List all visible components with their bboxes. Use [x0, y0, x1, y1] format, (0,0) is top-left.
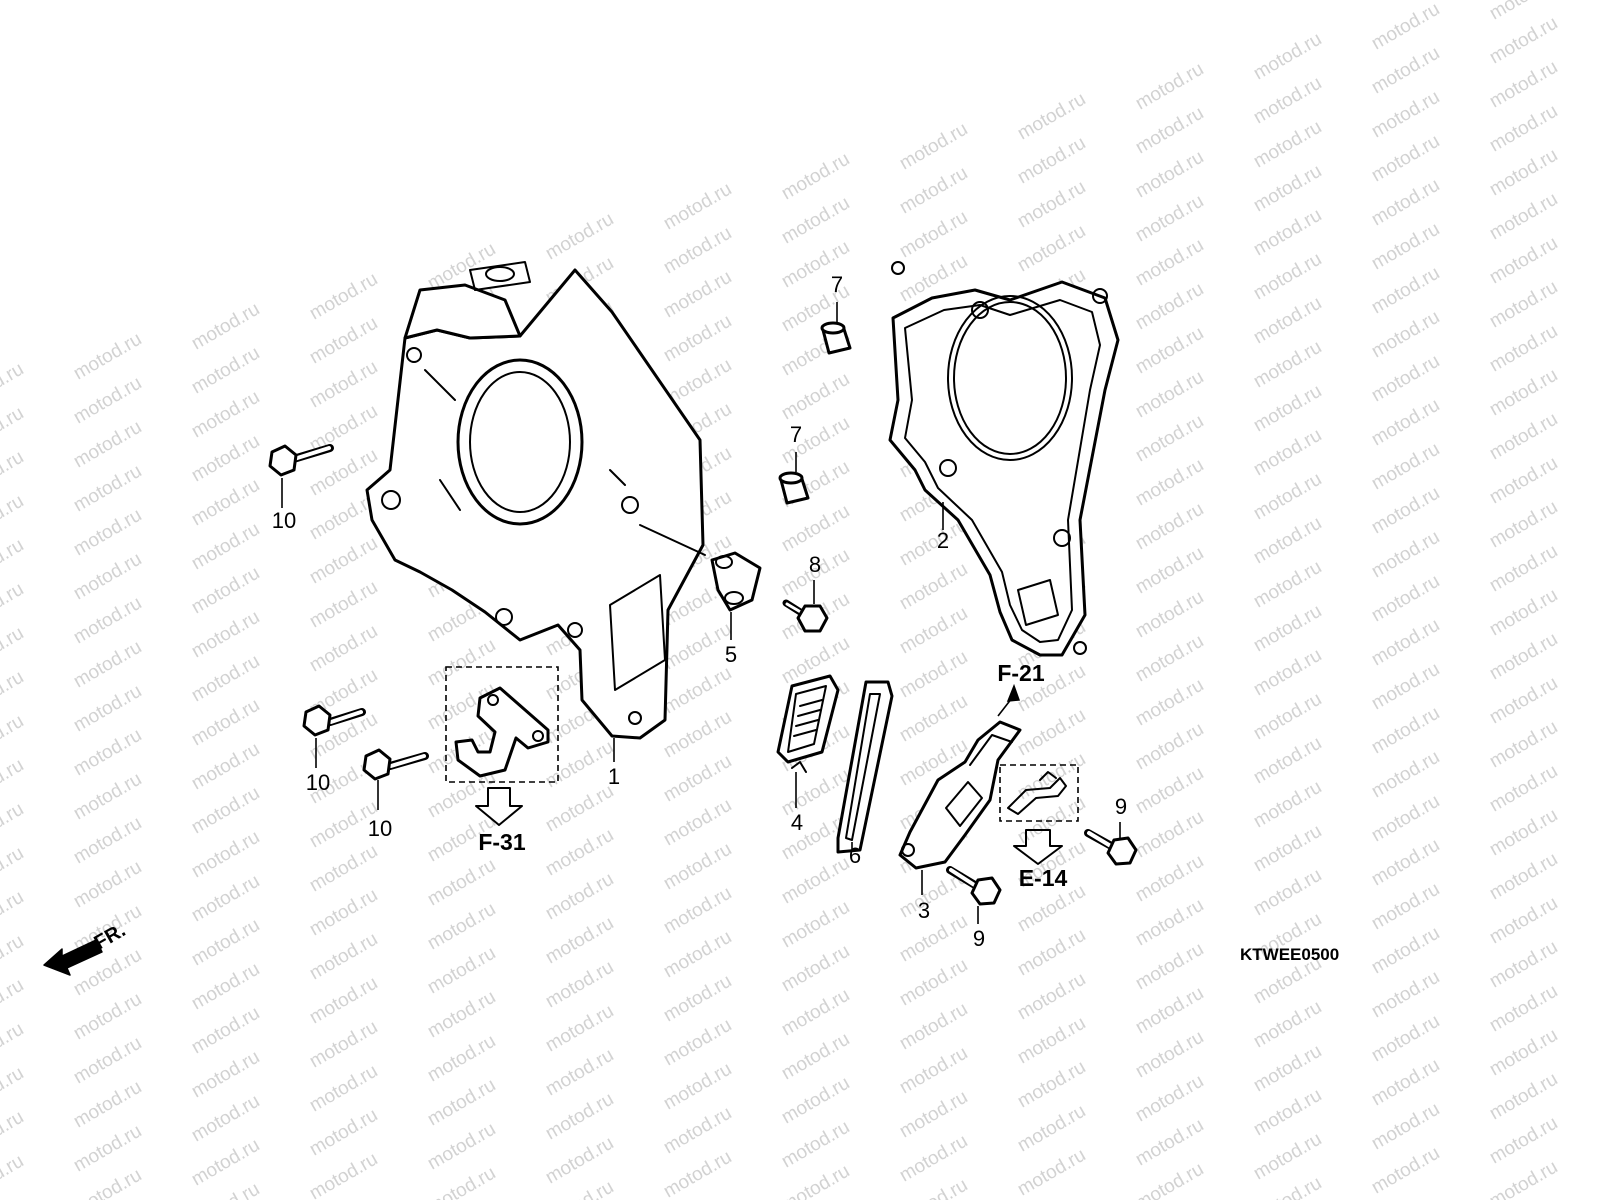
bolt-part-10-low [362, 748, 429, 781]
bolt-part-9-left [946, 866, 1002, 906]
watermark-text: motod.ru [0, 1151, 27, 1200]
front-direction-arrow-icon [43, 939, 103, 976]
callout-1: 1 [608, 764, 620, 789]
cylinder-gasket-part [888, 261, 1120, 657]
callout-6: 6 [849, 843, 861, 868]
e14-reference-group [999, 764, 1079, 822]
cylinder-part [365, 261, 706, 740]
diagram-code: KTWEE0500 [1240, 945, 1339, 964]
callout-10-mid: 10 [306, 770, 330, 795]
callout-5: 5 [725, 642, 737, 667]
reference-f21: F-21 [997, 660, 1045, 686]
callout-7-lower: 7 [790, 422, 802, 447]
reed-gasket-part [836, 680, 894, 854]
reference-e14: E-14 [1019, 865, 1068, 891]
callout-7-upper: 7 [831, 272, 843, 297]
intake-pipe-part [898, 720, 1022, 870]
callout-8: 8 [809, 552, 821, 577]
callout-10-low: 10 [368, 816, 392, 841]
bolt-part-9-right [1084, 829, 1138, 866]
callout-4: 4 [791, 810, 803, 835]
callout-9-left: 9 [973, 926, 985, 951]
reference-f31: F-31 [478, 829, 526, 855]
dowel-pin-lower [778, 471, 810, 505]
dowel-pin-upper [820, 321, 852, 355]
reference-arrow-icon [475, 787, 523, 826]
callout-2: 2 [937, 528, 949, 553]
clamp-part [710, 551, 762, 612]
callout-9-right: 9 [1115, 794, 1127, 819]
bolt-part-10-top [268, 444, 334, 477]
callout-3: 3 [918, 898, 930, 923]
bolt-part-8 [782, 599, 829, 633]
reed-valve-part [776, 674, 840, 773]
f31-reference-group [445, 666, 559, 783]
reference-arrow-icon [1013, 829, 1063, 865]
reference-arrow-icon [997, 683, 1021, 717]
callout-10-top: 10 [272, 508, 296, 533]
bolt-part-10-mid [302, 704, 366, 737]
